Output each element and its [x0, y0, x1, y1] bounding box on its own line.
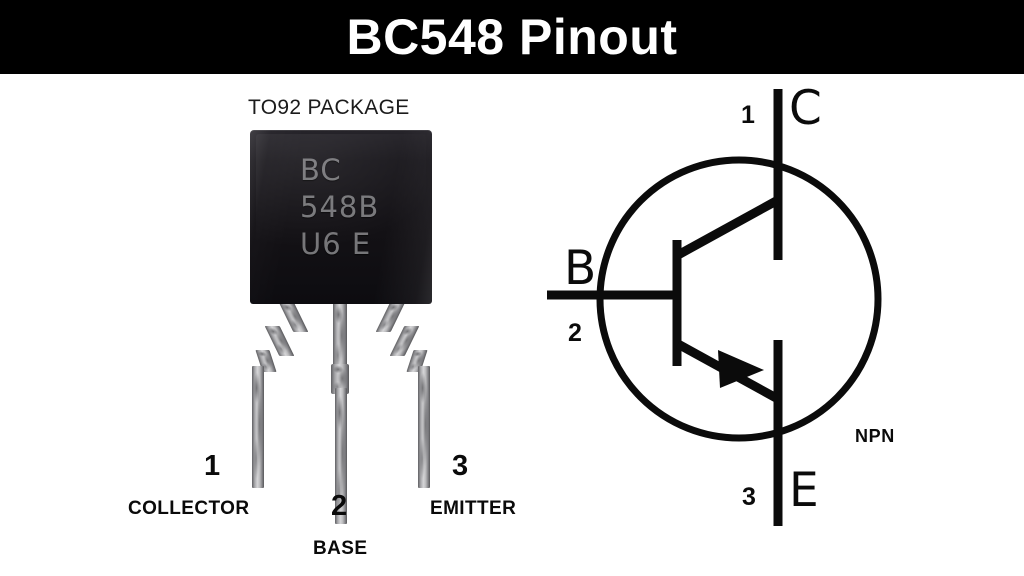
to92-package-photo: BC 548B U6 E	[0, 74, 512, 576]
npn-transistor-symbol	[547, 89, 882, 526]
package-pin-2-label: BASE	[313, 538, 368, 559]
emitter-arrowhead	[718, 350, 764, 388]
package-pin-2-number: 2	[331, 490, 348, 522]
marking-line-3: U6 E	[300, 227, 372, 261]
symbol-emitter-pin: 3	[742, 483, 756, 511]
package-pin-1-label: COLLECTOR	[128, 498, 250, 519]
marking-line-1: BC	[300, 153, 342, 187]
symbol-base-letter: B	[564, 241, 597, 296]
to92-package-panel: TO92 PACKAGE	[0, 74, 516, 576]
symbol-emitter-letter: E	[789, 463, 819, 518]
header-banner: BC548 Pinout	[0, 0, 1024, 74]
page-title: BC548 Pinout	[346, 9, 678, 65]
package-pin-3-number: 3	[452, 450, 469, 482]
to92-package-body: BC 548B U6 E	[250, 130, 432, 304]
to92-package-caption: TO92 PACKAGE	[248, 96, 410, 119]
symbol-base-pin: 2	[568, 319, 582, 347]
package-pin-3-label: EMITTER	[430, 498, 517, 519]
symbol-type-label: NPN	[855, 426, 895, 446]
package-pin-1-number: 1	[204, 450, 221, 482]
symbol-collector-pin: 1	[741, 101, 755, 129]
marking-line-2: 548B	[300, 190, 380, 224]
symbol-collector-letter: C	[789, 81, 822, 136]
to92-package-markings: BC 548B U6 E	[250, 130, 432, 304]
npn-symbol-panel: C 1 B 2 E 3 NPN	[512, 74, 1024, 576]
collector-slope-line	[675, 196, 781, 259]
